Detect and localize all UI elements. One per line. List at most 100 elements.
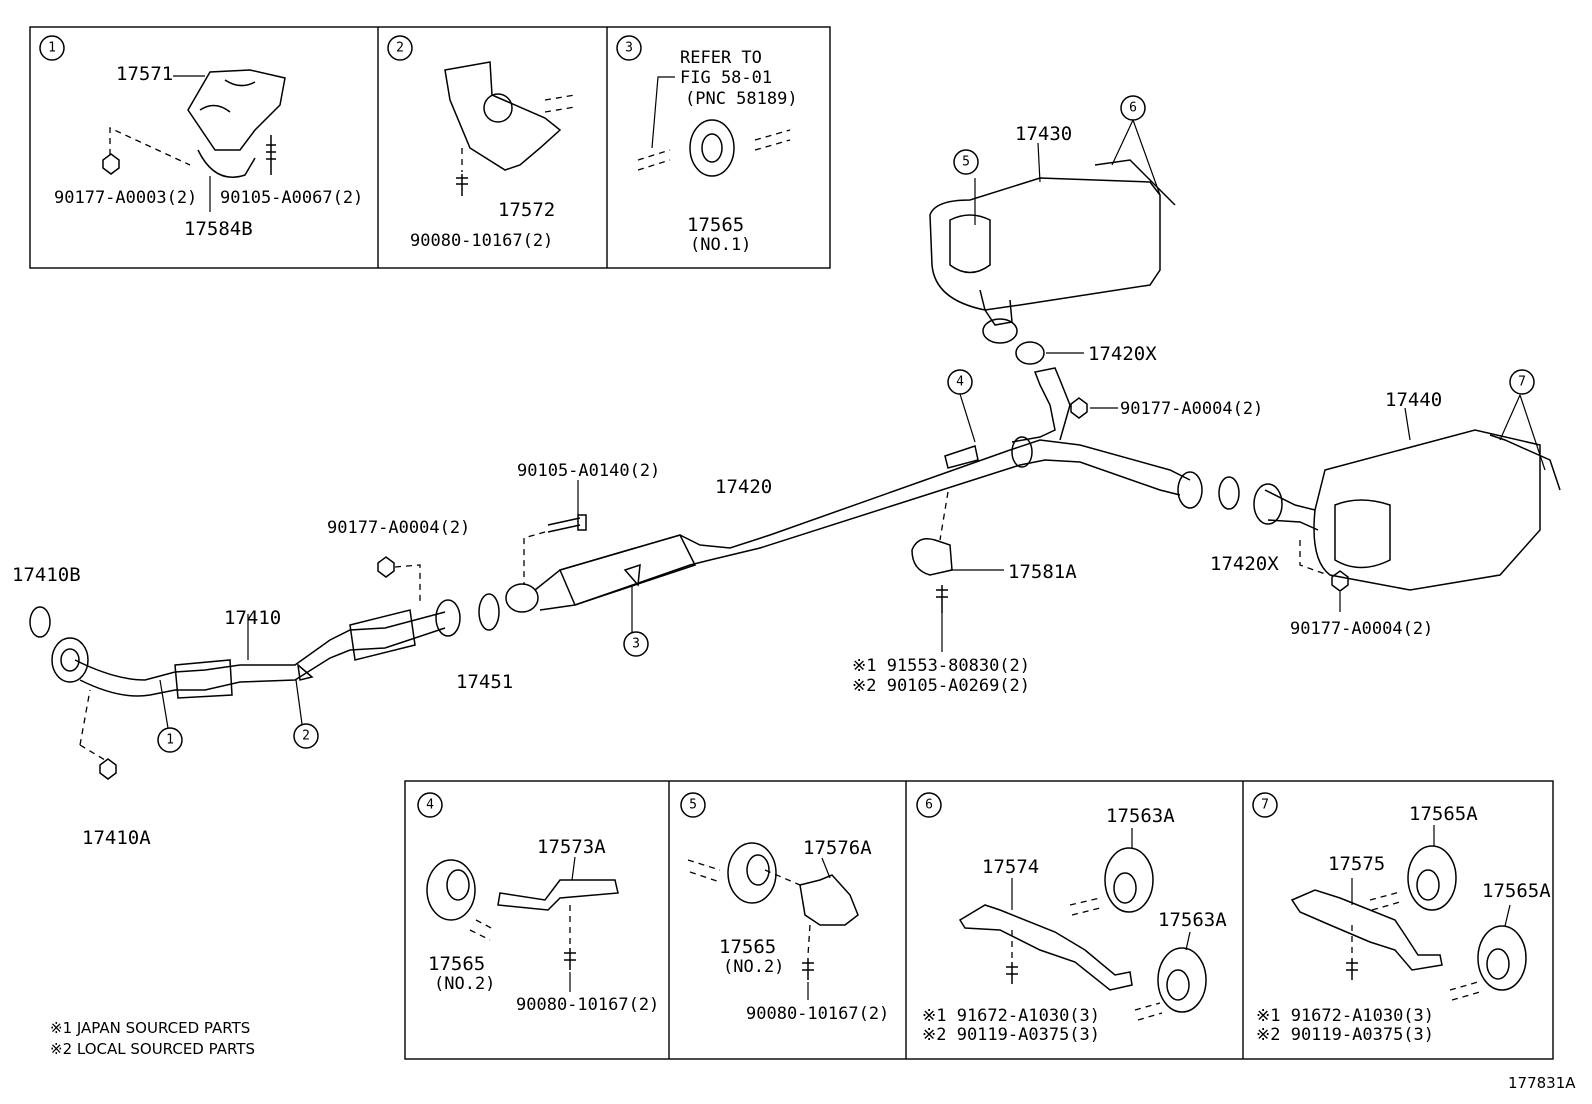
callout-number: 6 [925,798,933,813]
leader-line [1504,904,1511,927]
main-diagram: 17430 17420X 90177-A0004(2) 17440 17420X… [12,95,1561,849]
bracket-17573a [497,879,619,911]
label-91553-80830: ※1 91553-80830(2) [852,656,1030,676]
callout-number: 1 [166,733,174,748]
label-17575: 17575 [1328,853,1385,875]
label-90105-a0140: 90105-A0140(2) [517,461,660,481]
rubber-mount-hole [1166,969,1190,1001]
callout-number: 6 [1129,101,1137,116]
label-17565: 17565 [687,214,744,236]
label-17420x-top: 17420X [1088,343,1157,365]
label-91672-a1030: ※1 91672-A1030(3) [1256,1006,1434,1026]
inset-7: 7 17565A 17575 17565A ※1 91672-A1030(3) … [1252,792,1551,1045]
callout-number: 3 [632,637,640,652]
rubber-mount-hole [1113,872,1137,904]
inset-5: 5 17576A 17565 (NO.2) 90080-10167(2) [680,792,889,1024]
top-inset-panel: 1 17571 90177-A0003(2) 90105-A0067(2) 17… [29,26,831,269]
pipe-dash [1069,897,1101,916]
pipe-dash [637,129,791,171]
callout-2: 2 [293,723,319,749]
leader-line [1404,407,1411,441]
label-17572: 17572 [498,199,555,221]
callout-number: 2 [396,41,404,56]
gasket-17420x-right [1218,476,1240,510]
rubber-mount-no1 [689,119,735,177]
label-17440: 17440 [1385,389,1442,411]
gasket-17410b [29,606,51,638]
rubber-mount-17565a-lower [1477,925,1527,991]
bolt-90105-a0140 [547,514,587,533]
label-17430: 17430 [1015,123,1072,145]
gasket-17451 [478,593,500,631]
leader-line [159,679,169,729]
front-flange [51,637,89,683]
label-90080-10167: 90080-10167(2) [746,1004,889,1024]
refer-line-3: (PNC 58189) [685,89,798,109]
leader-line [295,679,303,725]
rubber-mount-hole [1416,869,1440,901]
label-17576a: 17576A [803,837,872,859]
label-17410a: 17410A [82,827,151,849]
hanger-2-tab [296,663,314,681]
muffler-inlet-pipe-17430 [979,289,1013,326]
pipe-dash [1134,1002,1163,1021]
center-pipe-17420-lower [539,459,1181,611]
label-17565: 17565 [719,936,776,958]
callout-1: 1 [157,727,183,753]
label-no2: (NO.2) [434,974,495,994]
bolt-icon [936,585,948,613]
front-pipe-17410 [74,611,446,681]
pipe-dash [1449,981,1481,1001]
callout-number: 4 [426,798,434,813]
label-17420: 17420 [715,476,772,498]
muffler-17440 [1313,429,1541,591]
callout-circle [916,792,942,818]
label-17410: 17410 [224,607,281,629]
bolt-icon [1006,962,1018,984]
hanger-17581a [911,538,953,576]
label-90177-a0004-low: 90177-A0004(2) [1290,619,1433,639]
pipe-dash [469,919,496,941]
hanger-rod-6 [1094,159,1176,206]
bottom-inset-frame [404,780,1554,1060]
rubber-mount-hole [701,133,723,163]
assembly-dash [394,564,421,605]
callout-number: 3 [625,41,633,56]
y-pipe-joint [1011,436,1033,468]
inset-2: 2 17572 90080-10167(2) [387,35,576,251]
bolt-icon [1346,958,1358,980]
assembly-dash [764,869,801,886]
callout-circle [680,792,706,818]
leader-line [1037,142,1041,183]
clamp-bracket-shape [187,69,286,178]
label-90119-a0375: ※2 90119-A0375(3) [1256,1025,1434,1045]
assembly-dash [939,491,949,541]
nut-icon [1070,397,1088,419]
footnote-local-sourced: ※2 LOCAL SOURCED PARTS [50,1040,255,1058]
catalytic-converter-front [174,659,233,699]
bolt-icon [456,174,468,196]
pipe-dash [544,94,576,113]
assembly-dash [523,531,546,585]
callout-circle [1252,792,1278,818]
muffler-outlet-17440 [1334,499,1391,569]
figure-id: 177831A [1508,1074,1576,1092]
callout-number: 7 [1261,798,1269,813]
callout-circle [387,35,413,61]
label-17573a: 17573A [537,836,606,858]
center-resonator [558,534,697,606]
label-90119-a0375: ※2 90119-A0375(3) [922,1025,1100,1045]
muffler-17430-flange [982,318,1018,344]
assembly-dash [807,924,811,956]
label-17420x-right: 17420X [1210,553,1279,575]
label-17563a-upper: 17563A [1106,805,1175,827]
front-flange-hole [60,648,80,672]
muffler-outlet-17430 [949,214,991,274]
clamp-detail [199,79,256,113]
rubber-mount-no2 [426,859,476,921]
hanger-4-bracket [944,445,979,469]
label-90177-a0003: 90177-A0003(2) [54,188,197,208]
label-17574: 17574 [982,856,1039,878]
assembly-dash [1299,540,1329,576]
bottom-inset-panel: 4 17573A 17565 (NO.2) 90080-10167(2) 5 [404,780,1554,1060]
